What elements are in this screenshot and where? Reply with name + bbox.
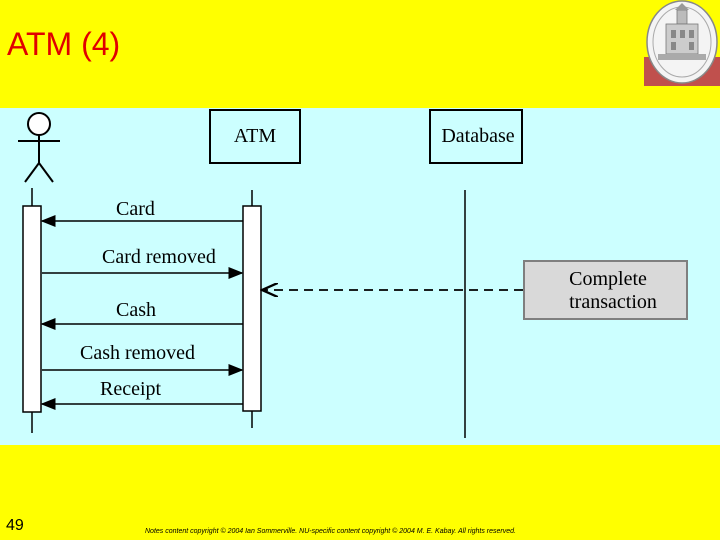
message-card-removed: Card removed [42,246,244,279]
atm-object-box [209,109,301,164]
message-receipt: Receipt [40,378,243,410]
user-activation-bar [22,205,42,413]
atm-activation-bar [242,205,262,412]
svg-text:Complete: Complete [569,268,647,290]
svg-text:Card removed: Card removed [102,246,216,268]
database-object-box [429,109,523,164]
slide-title: ATM (4) [7,26,121,62]
sequence-diagram-panel: ATM Database Card Card removed Cash Cash… [0,108,720,445]
svg-text:Cash: Cash [116,299,156,321]
svg-text:Card: Card [116,198,155,220]
atm-label: ATM [234,125,276,147]
footer-copyright: Notes content copyright © 2004 Ian Somme… [145,528,516,535]
slide-number: 49 [6,517,24,534]
svg-text:Cash removed: Cash removed [80,342,195,364]
svg-text:Receipt: Receipt [100,378,162,400]
message-cash-removed: Cash removed [42,342,244,376]
user-actor-icon [18,112,60,183]
svg-text:transaction: transaction [569,291,657,313]
complete-transaction-note: Complete transaction [523,260,688,320]
database-label: Database [441,125,514,147]
message-card: Card [40,198,243,227]
university-logo [644,0,720,86]
message-cash: Cash [40,299,243,330]
